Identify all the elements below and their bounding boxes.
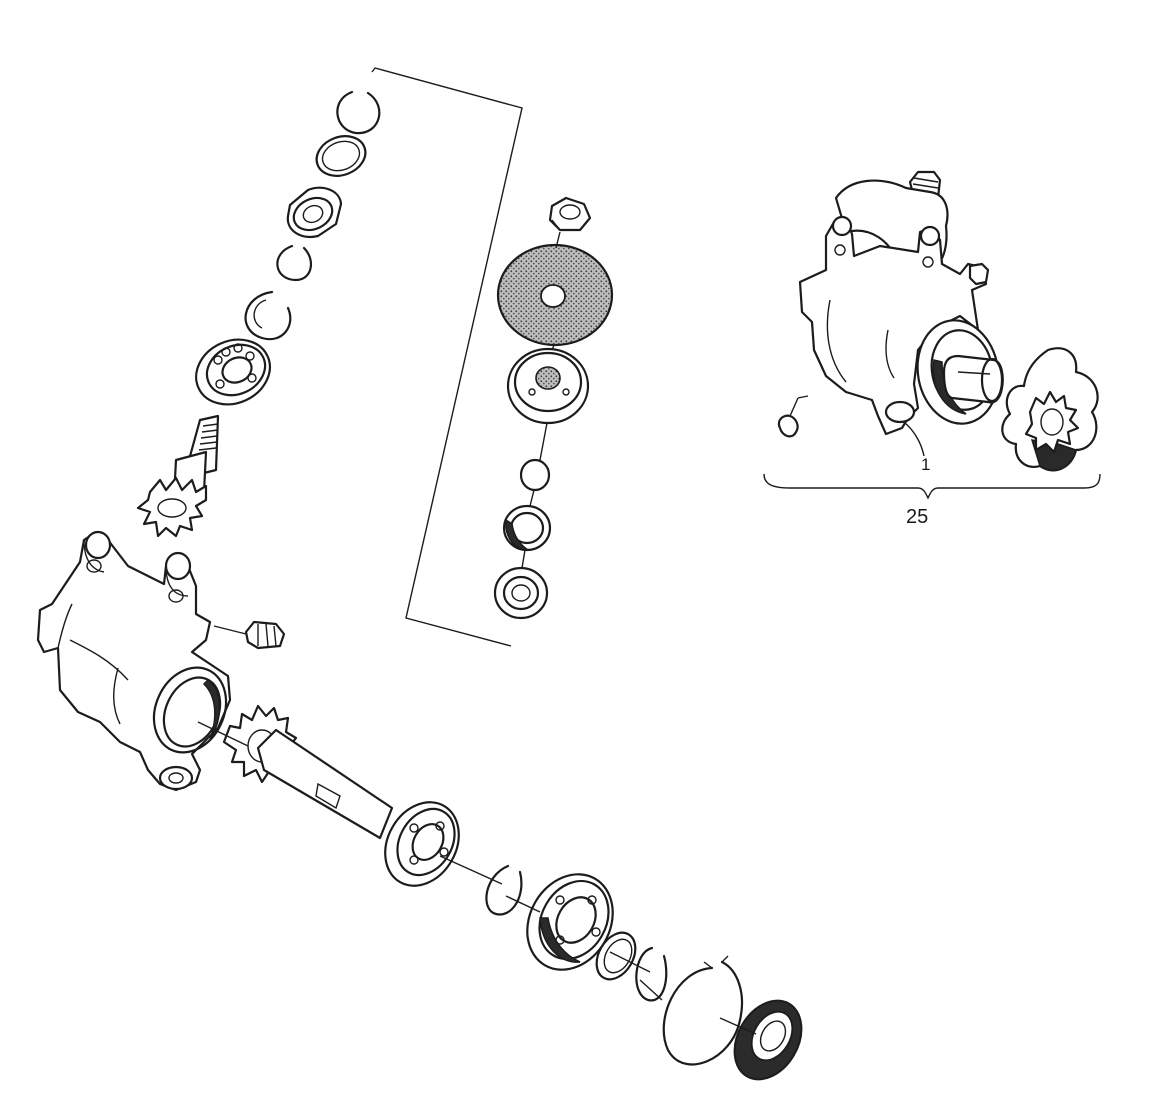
- drive-sprocket: [1001, 347, 1099, 472]
- sub-assembly-bracket: [371, 67, 523, 647]
- output-shaft-stack: [493, 196, 614, 620]
- hex-nut: [548, 196, 592, 232]
- bushing: [502, 504, 552, 552]
- needle-bearing: [286, 186, 343, 238]
- bearing-lower-2: [526, 873, 614, 971]
- ball-bearing-upper: [195, 338, 271, 406]
- input-shaft-stack: [136, 90, 381, 538]
- circlip-large: [662, 955, 744, 1066]
- spacer-small: [519, 458, 551, 492]
- bearing-lower-small: [493, 566, 549, 620]
- pinion-shaft: [136, 414, 220, 538]
- callout-number-label: 1: [921, 455, 930, 474]
- bearing-lower-1: [384, 801, 460, 887]
- assembly-number-label: 25: [906, 506, 928, 528]
- gearbox-housing: [36, 530, 232, 792]
- snap-ring-lower-2: [635, 946, 668, 1002]
- felt-washer: [496, 243, 614, 347]
- thrust-washer: [244, 290, 292, 341]
- oil-seal: [733, 999, 803, 1081]
- spacer-ring-lower: [595, 931, 637, 981]
- bearing-cup: [506, 347, 590, 425]
- grease-nipple: [213, 620, 286, 650]
- assembled-gearbox: [777, 170, 1004, 457]
- spacer-ring-top: [315, 135, 367, 177]
- assembly-brace: [763, 473, 1101, 500]
- snap-ring-lower: [485, 864, 523, 916]
- output-gear-shaft: [197, 704, 394, 840]
- snap-ring-top: [336, 90, 381, 135]
- snap-ring-small: [276, 244, 313, 282]
